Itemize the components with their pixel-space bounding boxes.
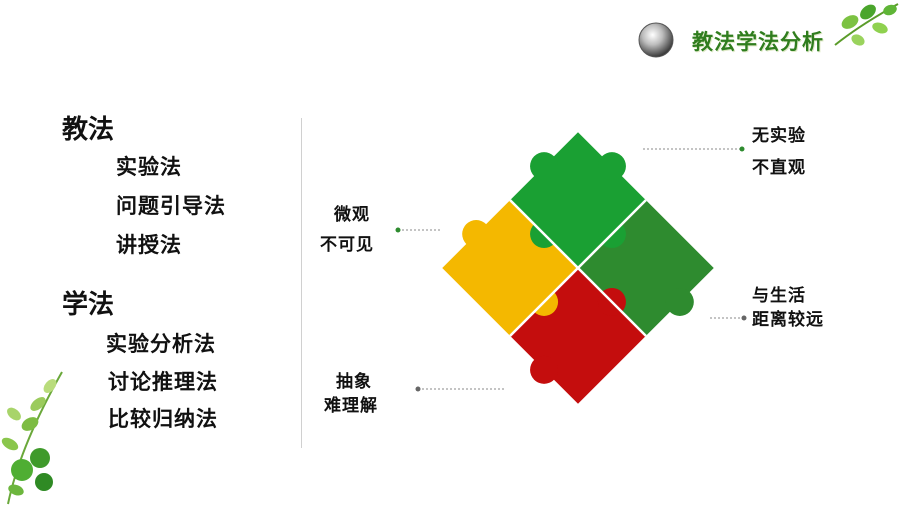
callout-line: 不直观 — [752, 158, 806, 178]
callout-line: 无实验 — [752, 126, 806, 146]
page-title: 教法学法分析 — [692, 30, 824, 54]
callout-line: 抽象 — [336, 372, 372, 392]
learning-item: 讨论推理法 — [108, 370, 218, 394]
callout-line: 与生活 — [752, 286, 806, 306]
learning-item: 比较归纳法 — [108, 407, 218, 431]
puzzle-pieces — [442, 132, 714, 404]
learning-item: 实验分析法 — [106, 332, 216, 356]
callout-mid-left: 微观 不可见 — [320, 203, 374, 257]
callout-line: 距离较远 — [752, 310, 824, 330]
callout-bottom-left: 抽象 难理解 — [324, 370, 378, 418]
learning-heading: 学法 — [62, 290, 115, 320]
callout-top-right: 无实验 不直观 — [752, 124, 806, 180]
callout-line: 不可见 — [320, 235, 374, 255]
callout-line: 微观 — [334, 205, 370, 225]
teaching-item: 实验法 — [116, 155, 182, 179]
vertical-divider — [301, 118, 302, 448]
teaching-item: 问题引导法 — [116, 194, 226, 218]
callout-mid-right: 与生活 距离较远 — [752, 284, 824, 332]
teaching-item: 讲授法 — [116, 233, 182, 257]
callout-line: 难理解 — [324, 396, 378, 416]
leaf-decoration-top-right-icon — [834, 3, 899, 46]
leaf-decoration-bottom-left-icon — [1, 371, 63, 505]
teaching-heading: 教法 — [62, 115, 115, 145]
header-orb-icon — [638, 22, 674, 58]
